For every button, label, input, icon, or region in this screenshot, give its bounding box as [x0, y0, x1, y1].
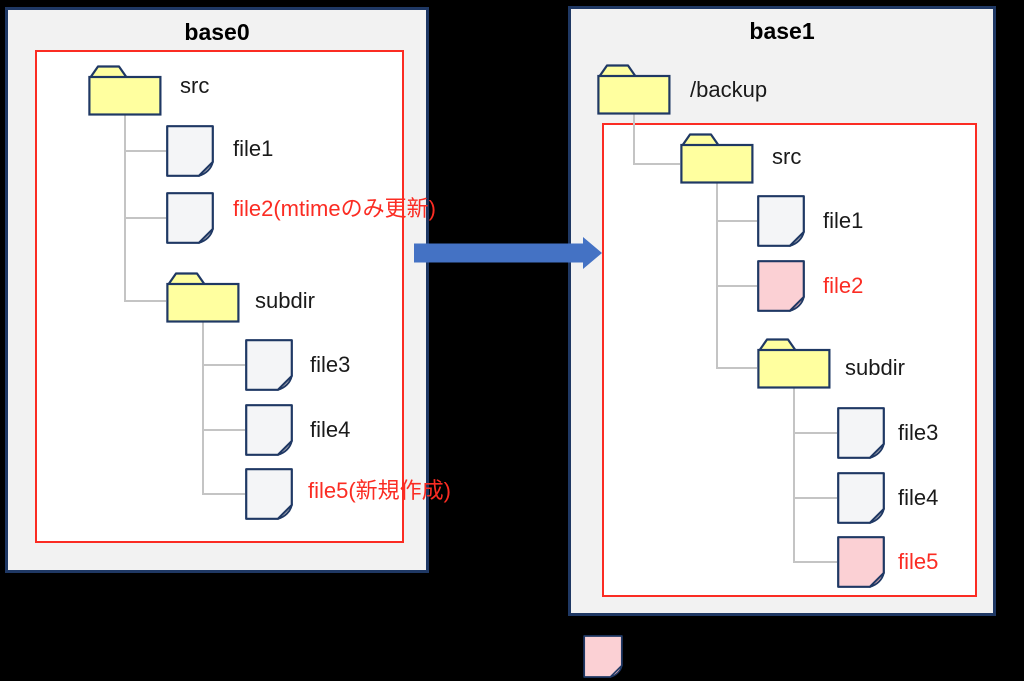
node-label: file3	[898, 420, 939, 445]
folder-icon	[757, 337, 831, 389]
file-icon	[166, 192, 214, 244]
folder-icon	[680, 132, 754, 184]
tree-connector	[202, 322, 204, 494]
tree-connector	[633, 163, 680, 165]
tree-connector	[716, 367, 757, 369]
tree-connector	[124, 217, 166, 219]
tree-connector	[202, 364, 245, 366]
tree-connector	[793, 388, 795, 562]
node-label: src	[180, 73, 210, 98]
file-icon	[245, 404, 293, 456]
file-icon	[837, 472, 885, 524]
tree-connector	[124, 115, 126, 301]
node-label: subdir	[845, 355, 905, 380]
folder-icon	[166, 271, 240, 323]
node-label: subdir	[255, 288, 315, 313]
modified-file-icon	[837, 536, 885, 588]
tree-connector	[793, 561, 837, 563]
file-icon	[166, 125, 214, 177]
legend-modified-file-icon	[583, 635, 623, 678]
tree-connector	[124, 300, 166, 302]
folder-icon	[88, 64, 162, 116]
file-icon	[757, 195, 805, 247]
tree-connector	[202, 429, 245, 431]
tree-connector	[716, 285, 757, 287]
node-label: /backup	[690, 77, 768, 102]
file-icon	[245, 339, 293, 391]
tree-connector	[202, 493, 245, 495]
file-icon	[837, 407, 885, 459]
node-label: file4	[310, 417, 351, 442]
tree-connector	[716, 183, 718, 368]
tree-connector	[716, 220, 757, 222]
node-label-modified: file2(mtimeのみ更新)	[233, 196, 436, 221]
node-label: file3	[310, 352, 351, 377]
node-label: file4	[898, 485, 939, 510]
panel-title-base0: base0	[184, 19, 250, 45]
tree-connector	[633, 114, 635, 163]
sync-arrow-icon	[414, 237, 602, 269]
node-label: file1	[823, 208, 864, 233]
tree-connector	[793, 497, 837, 499]
folder-icon	[596, 63, 672, 115]
node-label: src	[772, 144, 802, 169]
node-label: file1	[233, 136, 274, 161]
modified-file-icon	[757, 260, 805, 312]
panel-title-base1: base1	[749, 18, 815, 44]
tree-connector	[793, 432, 837, 434]
tree-connector	[124, 150, 166, 152]
node-label-modified: file2	[823, 273, 864, 298]
file-icon	[245, 468, 293, 520]
node-label-new: file5	[898, 549, 939, 574]
node-label-new: file5(新規作成)	[308, 478, 452, 503]
